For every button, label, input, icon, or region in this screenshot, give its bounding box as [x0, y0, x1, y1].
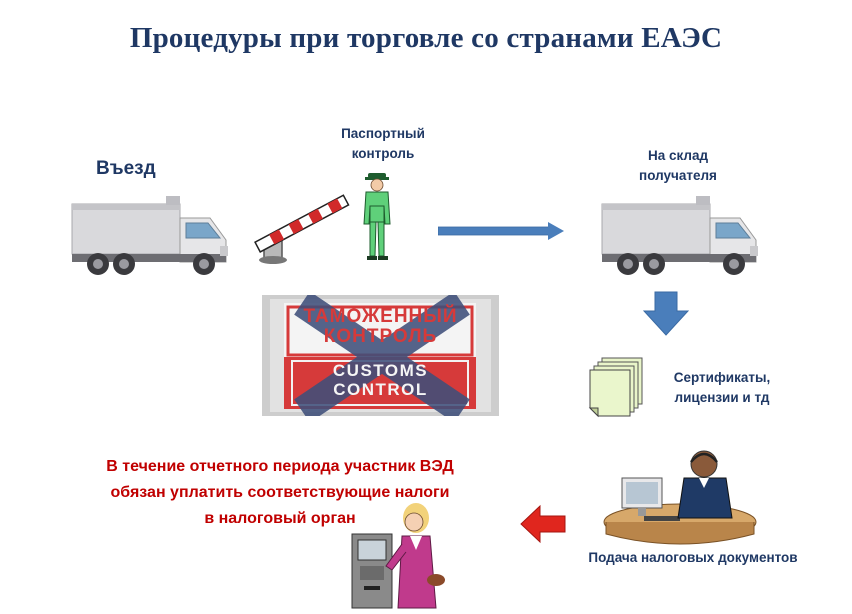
sign-line-3: CUSTOMS [332, 361, 429, 380]
down-arrow-icon [643, 291, 689, 337]
entry-truck-icon [70, 196, 230, 278]
sign-text-russian: ТАМОЖЕННЫЙ КОНТРОЛЬ [262, 307, 499, 347]
warehouse-truck-icon [600, 196, 760, 278]
border-guard-icon [360, 172, 394, 262]
right-arrow-icon [438, 220, 566, 242]
warehouse-line-1: На склад [647, 148, 709, 163]
passport-control-line-2: контроль [351, 146, 415, 161]
documents-stack-icon [588, 356, 646, 418]
warehouse-line-2: получателя [639, 168, 717, 183]
sign-line-4: CONTROL [333, 380, 428, 399]
notice-line-2: обязан уплатить соответствующие налоги [110, 484, 450, 501]
customs-sign-crossed: ТАМОЖЕННЫЙ КОНТРОЛЬ CUSTOMS CONTROL [262, 295, 499, 416]
operator-desk-icon [600, 442, 760, 546]
certificates-label: Сертификаты, лицензии и тд [660, 368, 784, 408]
sign-text-english: CUSTOMS CONTROL [262, 361, 499, 399]
certificates-line-2: лицензии и тд [674, 390, 770, 405]
tax-obligation-notice: В течение отчетного периода участник ВЭД… [40, 454, 520, 532]
warehouse-label: На склад получателя [608, 146, 748, 186]
passport-control-line-1: Паспортный [341, 126, 425, 141]
notice-line-3: в налоговый орган [204, 510, 356, 527]
sign-line-1: ТАМОЖЕННЫЙ [303, 306, 458, 327]
entry-label: Въезд [96, 158, 156, 179]
certificates-line-1: Сертификаты, [673, 370, 771, 385]
page-title: Процедуры при торговле со странами ЕАЭС [129, 22, 723, 54]
passport-control-label: Паспортный контроль [318, 124, 448, 164]
tax-docs-label: Подача налоговых документов [588, 550, 798, 565]
barrier-icon [250, 188, 360, 268]
left-arrow-icon [520, 504, 566, 544]
woman-at-terminal-icon [346, 500, 446, 610]
notice-line-1: В течение отчетного периода участник ВЭД [106, 458, 454, 475]
sign-line-2: КОНТРОЛЬ [323, 326, 438, 347]
